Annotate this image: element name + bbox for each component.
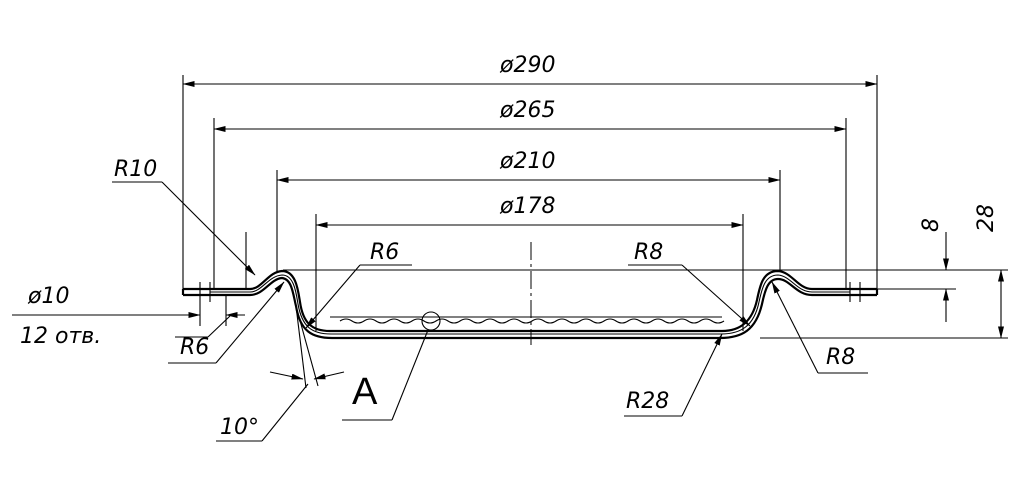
angle-label: 10° bbox=[220, 415, 259, 440]
part-profile bbox=[181, 269, 879, 340]
dim-label-d178: ø178 bbox=[499, 194, 555, 219]
height-label-8: 8 bbox=[919, 218, 944, 232]
height-label-28: 28 bbox=[974, 204, 999, 232]
diameter-dimension-lines bbox=[182, 81, 878, 228]
dim-label-d265: ø265 bbox=[499, 98, 555, 123]
extension-lines bbox=[182, 75, 1008, 339]
height-dimension-lines bbox=[943, 232, 1004, 339]
radius-label-r8-top: R8 bbox=[634, 240, 663, 265]
dim-label-d210: ø210 bbox=[499, 149, 555, 174]
dim-label-d290: ø290 bbox=[499, 53, 555, 78]
angle-dimension bbox=[216, 305, 345, 442]
radius-label-r6-bottom: R6 bbox=[180, 335, 209, 360]
radius-leaders bbox=[112, 181, 868, 417]
detail-a-callout bbox=[342, 311, 441, 421]
radius-label-r10: R10 bbox=[114, 157, 157, 182]
hole-count-label: 12 отв. bbox=[20, 324, 101, 349]
detail-view-label: A bbox=[352, 371, 378, 413]
dim-label-d10: ø10 bbox=[27, 284, 69, 309]
radius-label-r28: R28 bbox=[626, 389, 669, 414]
radius-label-r6-top: R6 bbox=[370, 240, 399, 265]
radius-label-r8-bottom: R8 bbox=[826, 345, 855, 370]
